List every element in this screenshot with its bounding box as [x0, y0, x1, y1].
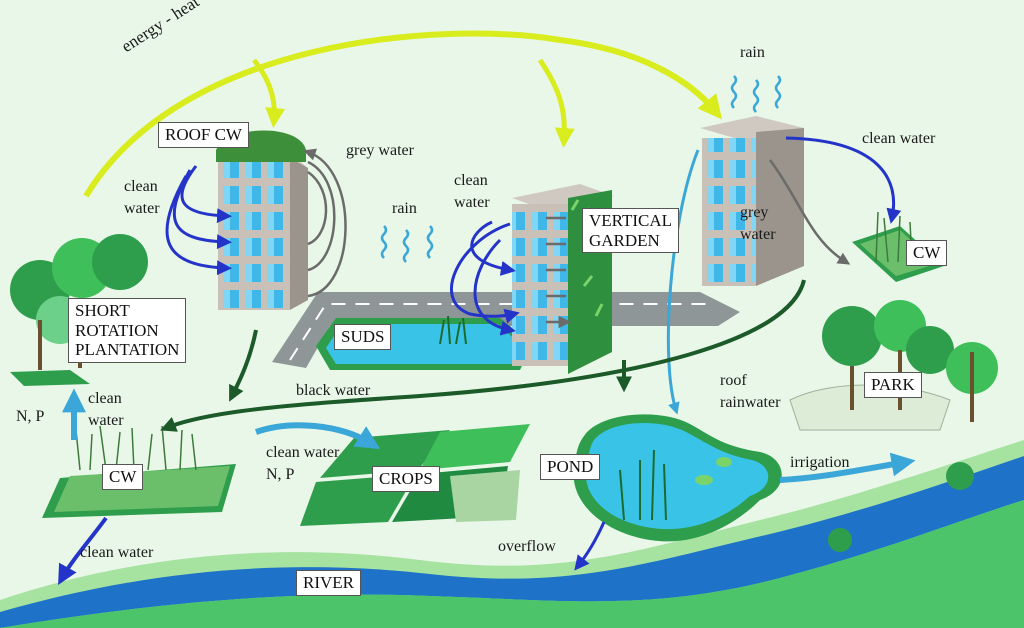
- right-building: [700, 116, 804, 286]
- plantation-line-2: ROTATION: [75, 320, 159, 340]
- roof-rainwater-label-a: roof: [720, 372, 747, 389]
- clean-water-label-5a: clean water: [266, 444, 340, 461]
- clean-water-label-6: clean water: [80, 544, 154, 561]
- clean-water-label-1a: clean: [124, 178, 158, 195]
- light-water-arrows: [62, 149, 916, 483]
- park-label: PARK: [864, 372, 922, 398]
- black-water-arrows: [160, 279, 806, 432]
- plantation-line-3: PLANTATION: [75, 340, 180, 360]
- rain-label-1: rain: [392, 200, 417, 217]
- clean-water-label-2a: clean: [454, 172, 488, 189]
- roof-cw-label: ROOF CW: [158, 122, 249, 148]
- black-water-label: black water: [296, 382, 371, 399]
- grey-water-label-2b: water: [740, 226, 776, 243]
- grey-water-label-2a: grey: [740, 204, 769, 221]
- energy-heat-arrows: [83, 30, 723, 198]
- river-label: RIVER: [296, 570, 361, 596]
- clean-water-label-2b: water: [454, 194, 490, 211]
- irrigation-label: irrigation: [790, 454, 850, 471]
- plantation-line-1: SHORT: [75, 301, 130, 320]
- vertical-garden-line-1: VERTICAL: [589, 211, 673, 230]
- suds-label: SUDS: [334, 324, 392, 350]
- np-label-left: N, P: [16, 408, 45, 425]
- crops-label: CROPS: [372, 466, 440, 492]
- plantation-label: SHORT ROTATION PLANTATION: [68, 298, 187, 363]
- rain-label-2: rain: [740, 44, 765, 61]
- clean-water-arrows: [58, 136, 902, 585]
- clean-water-label-5b: N, P: [266, 466, 295, 483]
- vertical-garden-line-2: GARDEN: [589, 230, 660, 250]
- rain-squiggles: [380, 75, 782, 263]
- roof-rainwater-label-b: rainwater: [720, 394, 781, 411]
- overflow-label: overflow: [498, 538, 556, 555]
- clean-water-label-4b: water: [88, 412, 124, 429]
- grey-water-arrows: [303, 148, 851, 322]
- clean-water-label-4a: clean: [88, 390, 122, 407]
- vertical-garden-label: VERTICAL GARDEN: [582, 208, 680, 254]
- clean-water-label-3: clean water: [862, 130, 936, 147]
- cw-left-label: CW: [102, 464, 144, 490]
- grey-water-label-1: grey water: [346, 142, 414, 159]
- pond-label: POND: [540, 454, 601, 480]
- roof-cw-building: [216, 130, 308, 310]
- cw-right-label: CW: [906, 240, 948, 266]
- pond: [573, 414, 782, 542]
- clean-water-label-1b: water: [124, 200, 160, 217]
- river: [0, 440, 1024, 628]
